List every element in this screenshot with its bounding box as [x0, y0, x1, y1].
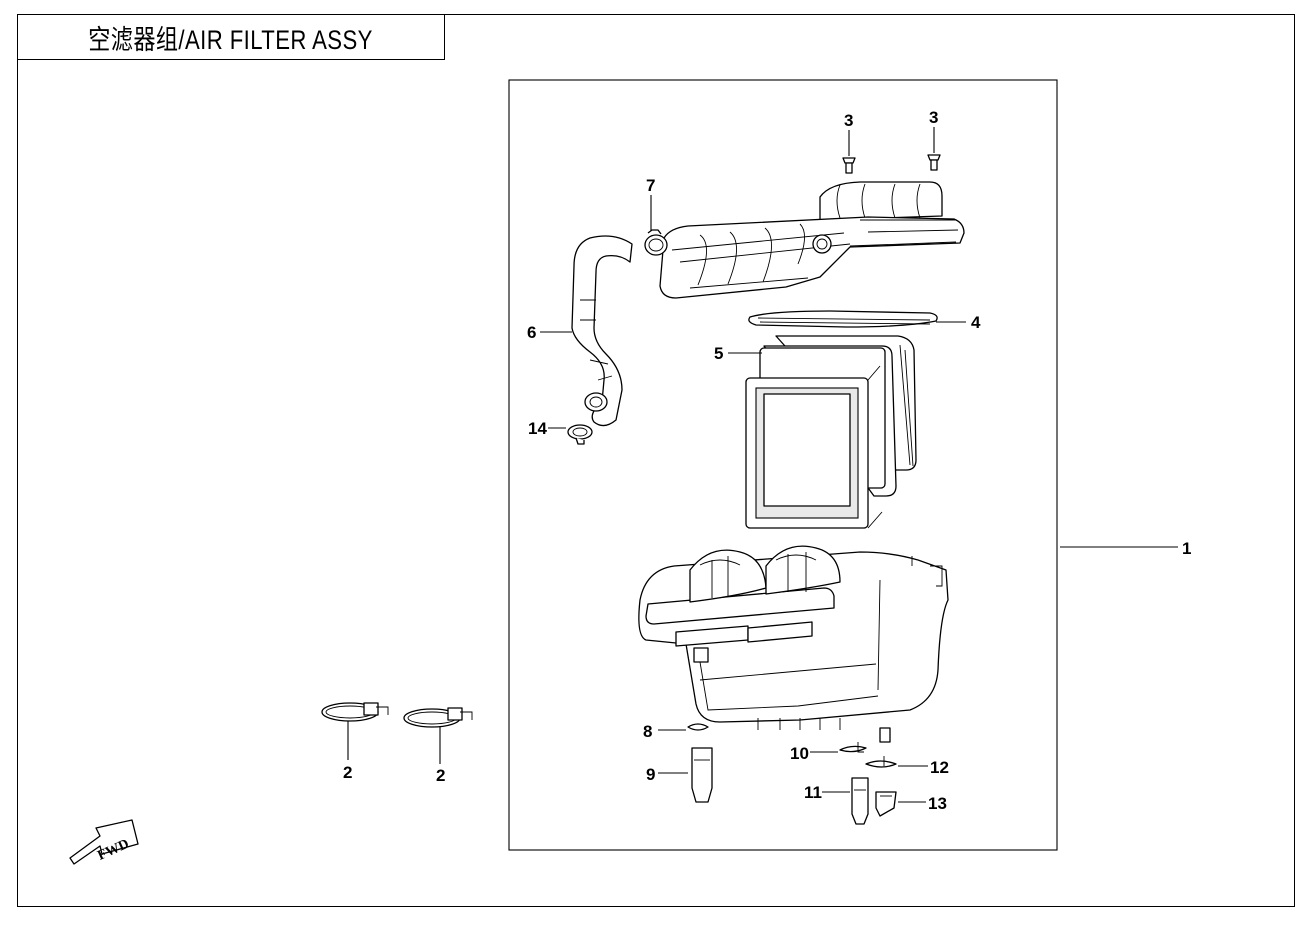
- page-title: 空滤器组/AIR FILTER ASSY: [88, 24, 374, 55]
- callout-11: 11: [804, 783, 822, 802]
- screw-right: [927, 127, 941, 171]
- screw-left: [842, 130, 856, 174]
- callout-12: 12: [930, 758, 949, 777]
- band-clamp-left: [321, 702, 389, 760]
- callout-9: 9: [646, 765, 655, 784]
- callout-3-left: 3: [844, 111, 853, 130]
- callout-13: 13: [928, 794, 947, 813]
- hose-clamp-top: [644, 195, 668, 256]
- callout-14: 14: [528, 419, 547, 438]
- drain-plug-mid: [822, 777, 869, 825]
- drain-clip-right: [865, 756, 928, 768]
- callout-4: 4: [971, 313, 981, 332]
- callout-1: 1: [1182, 539, 1191, 558]
- breather-hose: [571, 235, 633, 427]
- drawing-frame: [17, 14, 1295, 907]
- callout-6: 6: [527, 323, 536, 342]
- callout-3-right: 3: [929, 108, 938, 127]
- forward-direction-arrow: FWD: [69, 819, 139, 865]
- hose-clamp-bottom: [548, 424, 593, 445]
- callout-10: 10: [790, 744, 809, 763]
- band-clamp-right: [403, 707, 473, 764]
- assembly-boundary-box: [508, 79, 1058, 851]
- drain-plug-right: [875, 791, 926, 817]
- callout-5: 5: [714, 344, 723, 363]
- callout-2-right: 2: [436, 766, 445, 785]
- gasket: [748, 310, 938, 328]
- callout-2-left: 2: [343, 763, 352, 782]
- drain-clip-mid: [810, 742, 867, 753]
- drain-plug-left: [658, 747, 713, 803]
- filter-element: [745, 335, 917, 529]
- callout-7: 7: [646, 176, 655, 195]
- callout-8: 8: [643, 722, 652, 741]
- drain-clip-left: [658, 723, 709, 731]
- airbox-cover: [659, 181, 965, 299]
- airbox-base: [638, 545, 949, 743]
- title-block: 空滤器组/AIR FILTER ASSY: [17, 14, 445, 60]
